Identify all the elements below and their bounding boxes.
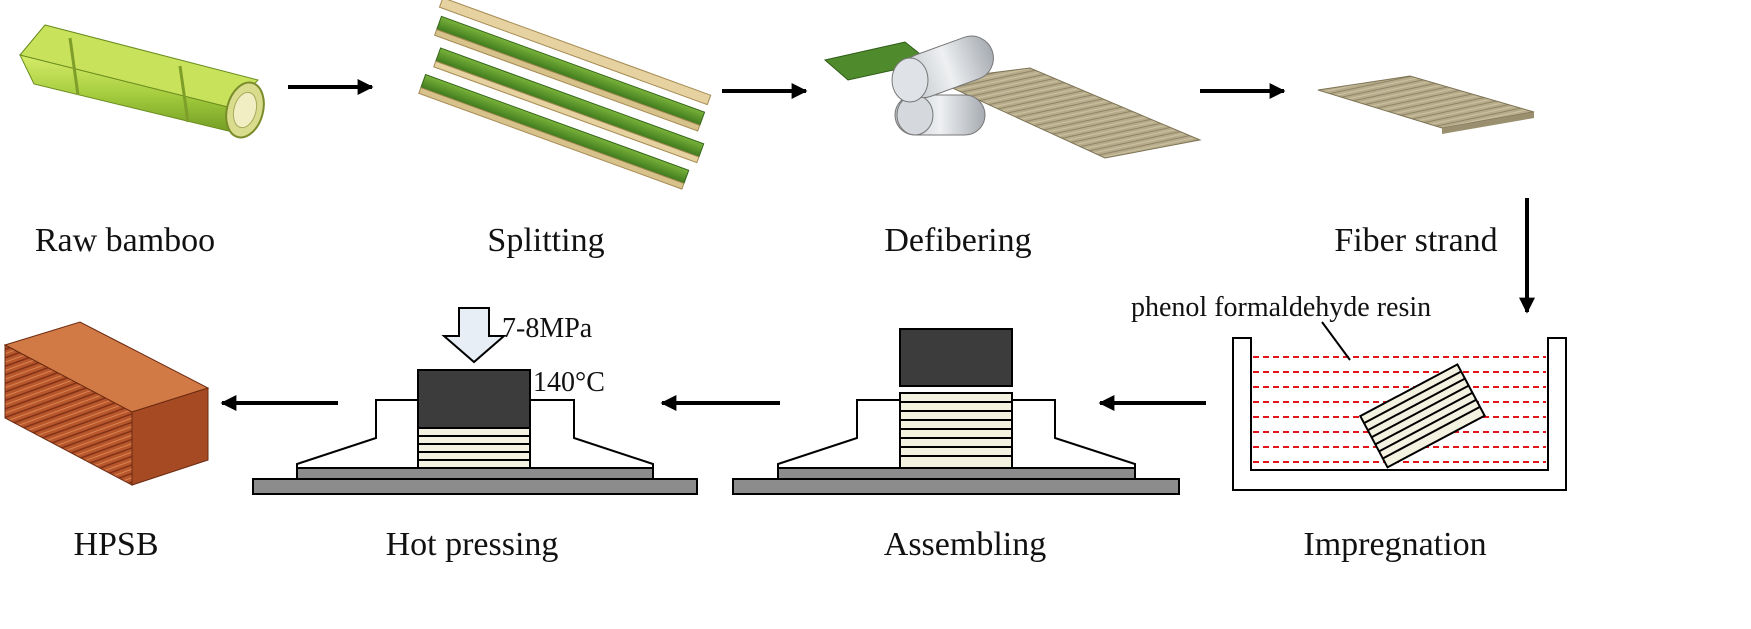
label-hot-pressing: Hot pressing xyxy=(385,526,559,563)
pressure-down-arrow xyxy=(441,307,507,364)
assembling-press xyxy=(732,328,1180,495)
temperature-annotation: 140°C xyxy=(533,367,605,398)
resin-annotation: phenol formaldehyde resin xyxy=(1131,292,1432,323)
label-assembling: Assembling xyxy=(883,526,1047,563)
hpsb-illustration xyxy=(3,321,210,486)
label-impregnation: Impregnation xyxy=(1303,526,1487,563)
resin-leader-line xyxy=(1321,321,1351,361)
top-arrows xyxy=(288,79,1535,314)
label-raw-bamboo: Raw bamboo xyxy=(34,222,216,259)
splitting-illustration xyxy=(418,0,712,190)
hot-pressing-press xyxy=(252,307,698,495)
pressure-annotation: 7-8MPa xyxy=(502,313,593,344)
defibering-illustration xyxy=(823,35,1202,159)
label-splitting: Splitting xyxy=(487,222,605,259)
impregnation-tank xyxy=(1232,321,1567,491)
label-fiber-strand: Fiber strand xyxy=(1334,222,1498,259)
label-defibering: Defibering xyxy=(884,222,1032,259)
label-hpsb: HPSB xyxy=(73,526,159,563)
raw-bamboo-illustration xyxy=(19,24,265,139)
fiber-strand-illustration xyxy=(1317,75,1535,134)
